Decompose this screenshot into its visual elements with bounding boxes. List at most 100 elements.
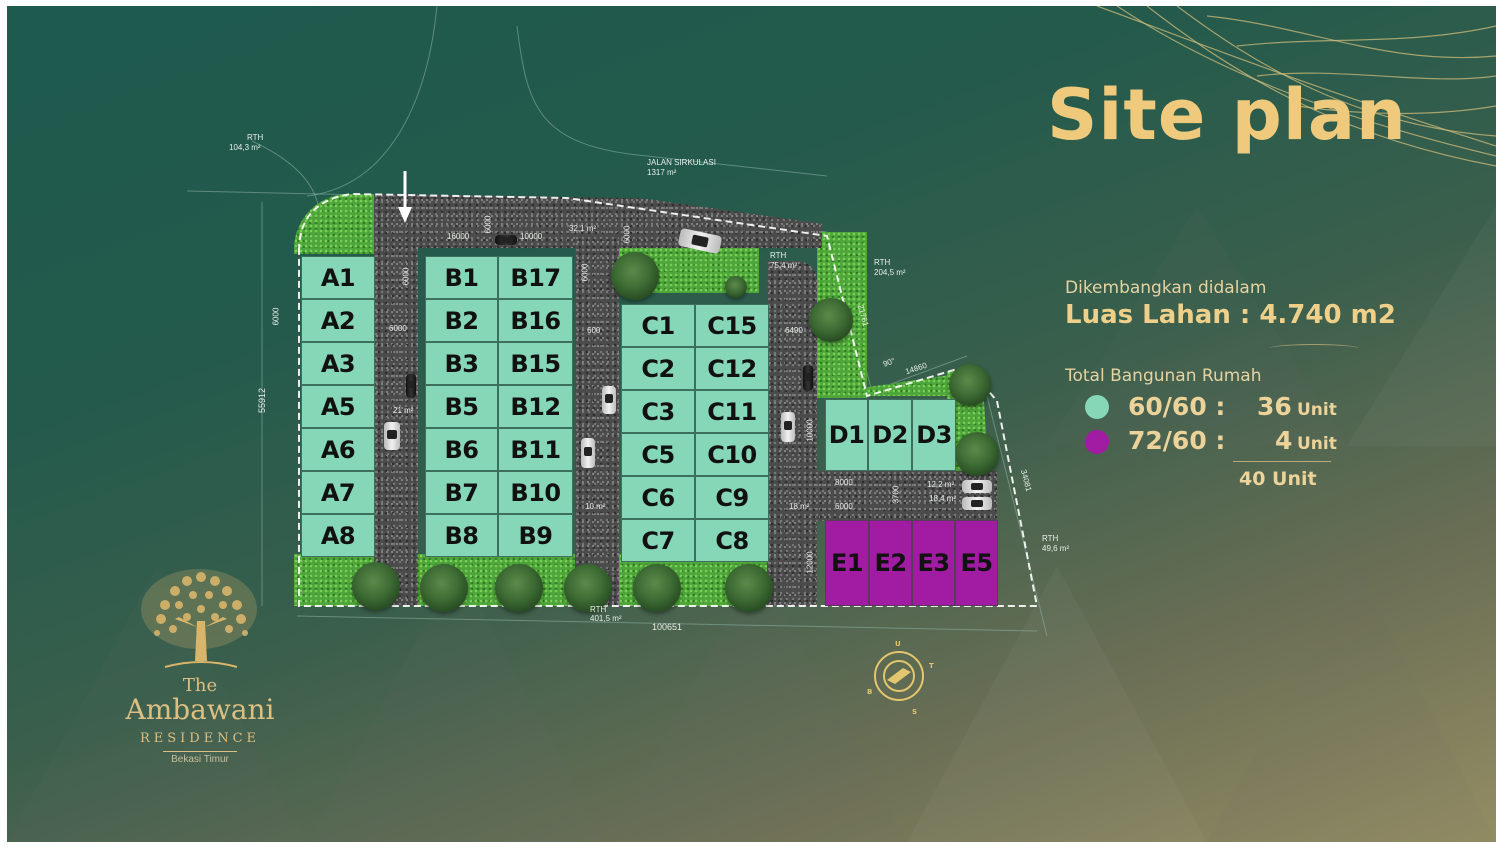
entrance-arrow-icon xyxy=(398,171,412,223)
dim-parking-2: 18,4 m² xyxy=(929,494,957,503)
lot-c6[interactable]: C6 xyxy=(621,476,695,519)
car xyxy=(495,235,517,245)
green-area-left-corner xyxy=(294,194,374,254)
rth-right-top-label: RTH xyxy=(874,258,891,267)
lot-b11[interactable]: B11 xyxy=(498,428,573,471)
lot-a1[interactable]: A1 xyxy=(301,256,375,299)
background-triangle-pattern xyxy=(7,6,1496,842)
lot-b8[interactable]: B8 xyxy=(425,514,498,557)
tree xyxy=(352,562,400,610)
total-buildings-label: Total Bangunan Rumah xyxy=(1065,366,1262,386)
legend-unit-7260: Unit xyxy=(1297,434,1337,454)
lot-d3[interactable]: D3 xyxy=(912,399,956,471)
lot-c3[interactable]: C3 xyxy=(621,390,695,433)
lot-c9[interactable]: C9 xyxy=(695,476,769,519)
tree xyxy=(955,432,999,476)
site-plan-poster: Site plan Dikembangkan didalam Luas Laha… xyxy=(7,6,1496,842)
rth-top-left-label: RTH xyxy=(247,133,264,142)
dim-road-a-area: 21 m² xyxy=(393,406,414,415)
lot-e5[interactable]: E5 xyxy=(955,520,998,606)
dim-left-total: 55912 xyxy=(257,387,268,414)
brand-logo: The Ambawani RESIDENCE Bekasi Timur xyxy=(105,561,295,771)
lot-a2[interactable]: A2 xyxy=(301,299,375,342)
car xyxy=(384,422,400,450)
lot-b5[interactable]: B5 xyxy=(425,385,498,428)
car xyxy=(406,374,416,398)
developed-in-label: Dikembangkan didalam xyxy=(1065,278,1267,298)
lot-c2[interactable]: C2 xyxy=(621,347,695,390)
lot-b17[interactable]: B17 xyxy=(498,256,573,299)
divider-arc xyxy=(1269,344,1359,353)
lot-e3[interactable]: E3 xyxy=(912,520,955,606)
lot-b2[interactable]: B2 xyxy=(425,299,498,342)
dim-top-1: 16000 xyxy=(447,232,470,241)
tree xyxy=(725,276,747,298)
legend-dot-7260 xyxy=(1085,430,1109,454)
tree xyxy=(564,564,612,612)
lot-a8[interactable]: A8 xyxy=(301,514,375,557)
road-column-a xyxy=(374,194,418,606)
tree xyxy=(420,564,468,612)
compass-east-label: T xyxy=(929,662,934,670)
brand-residence: RESIDENCE xyxy=(139,731,261,746)
lot-c11[interactable]: C11 xyxy=(695,390,769,433)
lot-b16[interactable]: B16 xyxy=(498,299,573,342)
car xyxy=(962,480,992,493)
lot-d2[interactable]: D2 xyxy=(868,399,912,471)
lot-c5[interactable]: C5 xyxy=(621,433,695,476)
lot-b9[interactable]: B9 xyxy=(498,514,573,557)
dim-top-v1: 6000 xyxy=(483,215,493,234)
tree xyxy=(611,252,659,300)
land-area-label: Luas Lahan : 4.740 m2 xyxy=(1065,300,1396,330)
lot-c8[interactable]: C8 xyxy=(695,519,769,562)
lot-b12[interactable]: B12 xyxy=(498,385,573,428)
car xyxy=(581,438,595,468)
site-plan-map: A1 A2 A3 A5 A6 A7 A8 B1 B2 B3 B5 B6 B7 B… xyxy=(7,6,1107,646)
lot-b15[interactable]: B15 xyxy=(498,342,573,385)
lot-b10[interactable]: B10 xyxy=(498,471,573,514)
lot-c10[interactable]: C10 xyxy=(695,433,769,476)
lot-b7[interactable]: B7 xyxy=(425,471,498,514)
total-units: 40 Unit xyxy=(1239,468,1317,490)
compass-icon: U T S B xyxy=(859,636,939,716)
dim-left-lot: 6000 xyxy=(271,307,281,326)
dim-d-top: 8000 xyxy=(835,478,853,487)
dim-road-a: 6000 xyxy=(401,267,411,286)
compass-west-label: B xyxy=(867,688,872,696)
lot-c15[interactable]: C15 xyxy=(695,304,769,347)
lot-a3[interactable]: A3 xyxy=(301,342,375,385)
lot-b6[interactable]: B6 xyxy=(425,428,498,471)
dim-road-b-area: 10 m² xyxy=(585,502,606,511)
lot-c1[interactable]: C1 xyxy=(621,304,695,347)
dim-d-vertical: 3700 xyxy=(891,485,901,504)
brand-location: Bekasi Timur xyxy=(171,754,229,765)
road-column-b xyxy=(575,236,619,606)
lot-a6[interactable]: A6 xyxy=(301,428,375,471)
legend-unit-6060: Unit xyxy=(1297,400,1337,420)
dim-road-c-width: 6490 xyxy=(785,326,803,335)
dim-road-e: 12000 xyxy=(805,551,815,574)
dim-top-v2: 6000 xyxy=(622,225,632,244)
compass-north-label: U xyxy=(895,640,901,648)
tree xyxy=(809,298,853,342)
tree xyxy=(495,564,543,612)
lot-b3[interactable]: B3 xyxy=(425,342,498,385)
lot-c12[interactable]: C12 xyxy=(695,347,769,390)
legend-type-6060: 60/60 : xyxy=(1128,392,1226,421)
dim-road-a-width: 6000 xyxy=(389,324,407,333)
lot-a5[interactable]: A5 xyxy=(301,385,375,428)
rth-right-bottom-label: RTH xyxy=(1042,534,1059,543)
tree-logo-icon xyxy=(141,569,257,668)
dim-road-c: 10000 xyxy=(805,419,815,442)
lot-a7[interactable]: A7 xyxy=(301,471,375,514)
lot-e2[interactable]: E2 xyxy=(869,520,912,606)
lot-b1[interactable]: B1 xyxy=(425,256,498,299)
lot-d1[interactable]: D1 xyxy=(825,399,868,471)
road-d-e-connector xyxy=(767,471,997,521)
jalan-sirkulasi-area: 1317 m² xyxy=(647,168,677,177)
rth-top-left-area: 104,3 m² xyxy=(229,143,261,152)
lot-c7[interactable]: C7 xyxy=(621,519,695,562)
brand-the: The xyxy=(182,675,218,696)
brand-name: Ambawani xyxy=(125,693,275,726)
lot-e1[interactable]: E1 xyxy=(825,520,869,606)
